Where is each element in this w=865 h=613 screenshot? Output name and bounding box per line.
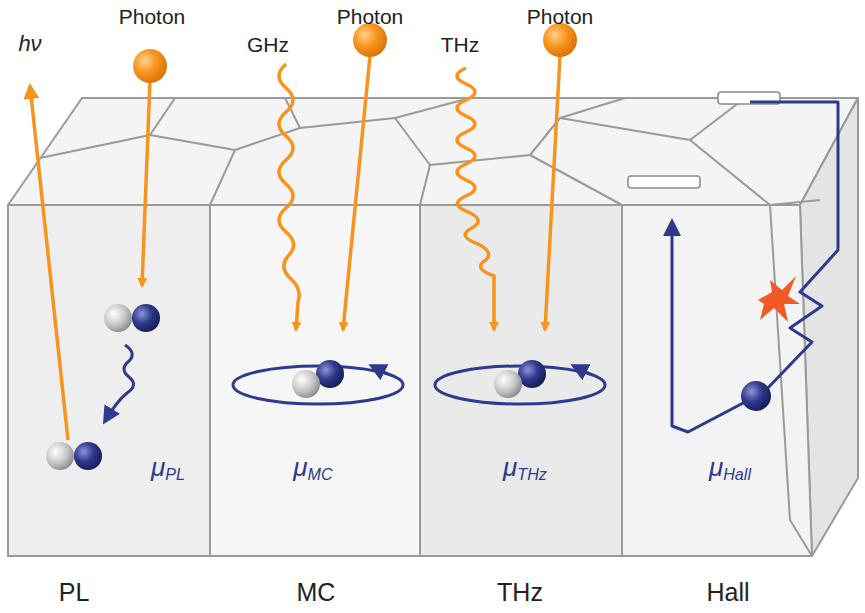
figure-label: THz xyxy=(497,580,543,605)
figure-label: MC xyxy=(297,580,336,605)
figure-label: THz xyxy=(441,34,480,55)
figure-label: Photon xyxy=(337,6,404,27)
mobility-symbol: μHall xyxy=(709,454,751,482)
figure-label: GHz xyxy=(247,34,289,55)
figure-label: Hall xyxy=(706,580,749,605)
mobility-symbol: μPL xyxy=(151,454,185,482)
figure-label: hν xyxy=(18,33,41,55)
figure-label: Photon xyxy=(527,6,594,27)
mobility-symbol: μMC xyxy=(293,454,332,482)
mobility-symbol: μTHz xyxy=(503,454,547,482)
figure-label: PL xyxy=(59,580,90,605)
figure-label: Photon xyxy=(119,6,186,27)
